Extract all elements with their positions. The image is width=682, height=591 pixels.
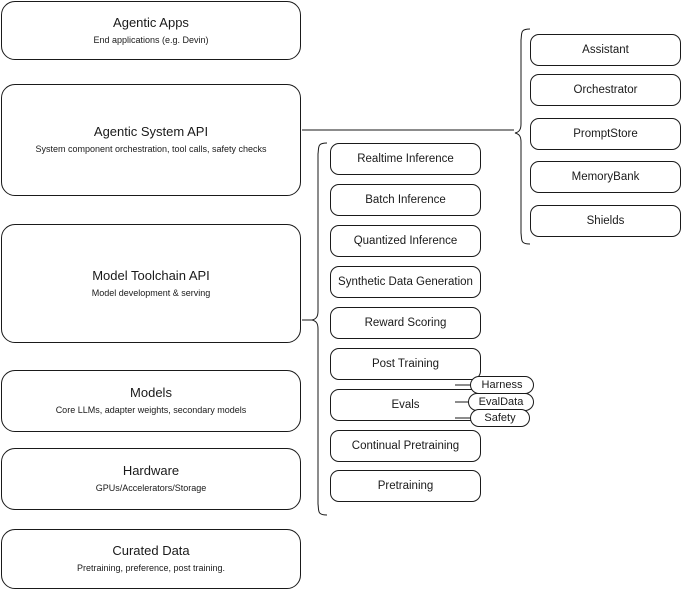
layer-title: Hardware	[122, 463, 180, 478]
toolchain-item-post-training[interactable]: Post Training	[330, 348, 481, 380]
toolchain-item-realtime-inference[interactable]: Realtime Inference	[330, 143, 481, 175]
layer-subtitle: Pretraining, preference, post training.	[76, 563, 226, 573]
system-item-orchestrator[interactable]: Orchestrator	[530, 74, 681, 106]
layer-title: Agentic Apps	[113, 14, 189, 30]
layer-title: Model Toolchain API	[92, 267, 210, 283]
layer-agentic-apps[interactable]: Agentic Apps End applications (e.g. Devi…	[1, 1, 301, 60]
evals-pill-evaldata[interactable]: EvalData	[468, 393, 534, 411]
toolchain-item-reward-scoring[interactable]: Reward Scoring	[330, 307, 481, 339]
layer-curated-data[interactable]: Curated Data Pretraining, preference, po…	[1, 529, 301, 589]
toolchain-item-batch-inference[interactable]: Batch Inference	[330, 184, 481, 216]
layer-title: Curated Data	[112, 543, 190, 558]
layer-model-toolchain-api[interactable]: Model Toolchain API Model development & …	[1, 224, 301, 343]
toolchain-item-evals[interactable]: Evals	[330, 389, 481, 421]
evals-pill-harness[interactable]: Harness	[470, 376, 534, 394]
toolchain-item-synthetic-data-generation[interactable]: Synthetic Data Generation	[330, 266, 481, 298]
toolchain-item-quantized-inference[interactable]: Quantized Inference	[330, 225, 481, 257]
layer-title: Agentic System API	[93, 124, 209, 139]
layer-subtitle: Core LLMs, adapter weights, secondary mo…	[55, 405, 247, 415]
layer-models[interactable]: Models Core LLMs, adapter weights, secon…	[1, 370, 301, 432]
evals-pill-safety[interactable]: Safety	[470, 409, 530, 427]
layer-subtitle: GPUs/Accelerators/Storage	[95, 483, 207, 493]
system-item-memorybank[interactable]: MemoryBank	[530, 161, 681, 193]
right-brace	[514, 28, 531, 245]
layer-subtitle: End applications (e.g. Devin)	[93, 34, 209, 45]
system-item-assistant[interactable]: Assistant	[530, 34, 681, 66]
middle-brace	[311, 142, 328, 516]
system-item-shields[interactable]: Shields	[530, 205, 681, 237]
layer-hardware[interactable]: Hardware GPUs/Accelerators/Storage	[1, 448, 301, 510]
layer-subtitle: System component orchestration, tool cal…	[35, 144, 267, 154]
system-item-promptstore[interactable]: PromptStore	[530, 118, 681, 150]
layer-subtitle: Model development & serving	[91, 287, 211, 298]
toolchain-item-pretraining[interactable]: Pretraining	[330, 470, 481, 502]
layer-title: Models	[130, 385, 172, 400]
layer-agentic-system-api[interactable]: Agentic System API System component orch…	[1, 84, 301, 196]
toolchain-item-continual-pretraining[interactable]: Continual Pretraining	[330, 430, 481, 462]
